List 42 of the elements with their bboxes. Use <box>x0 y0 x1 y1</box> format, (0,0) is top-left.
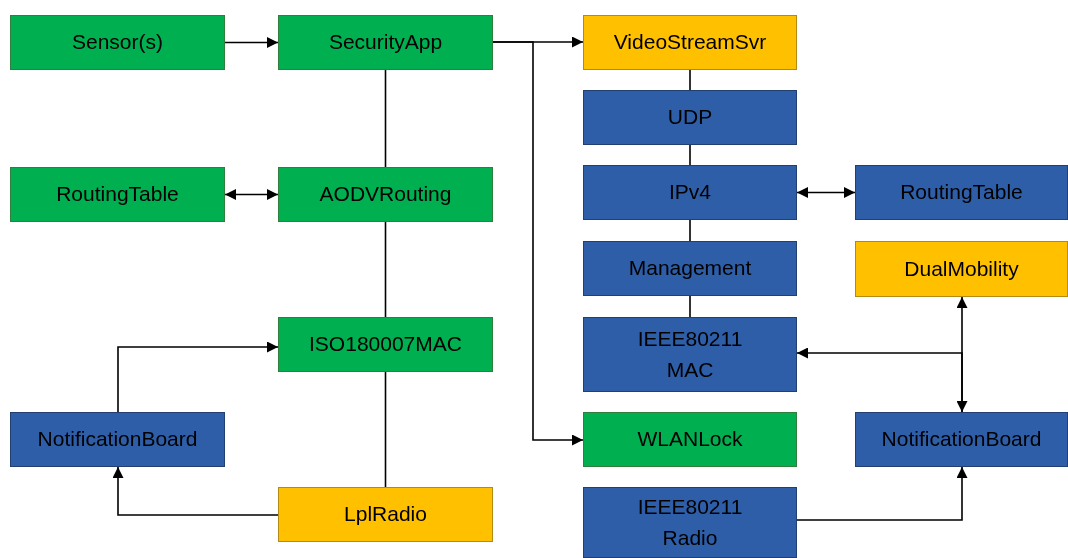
box-label: IEEE80211 MAC <box>636 326 744 383</box>
box-label: UDP <box>667 104 713 131</box>
arrow <box>112 466 279 516</box>
box-label: IPv4 <box>669 179 711 206</box>
process-box <box>855 165 1068 220</box>
process-box <box>278 167 493 222</box>
box-label: NotificationBoard <box>881 426 1042 453</box>
process-box <box>583 487 797 558</box>
process-box <box>583 317 797 392</box>
box-label: IEEE80211 Radio <box>636 494 744 551</box>
process-box <box>278 487 493 542</box>
box-label: AODVRouting <box>319 181 452 208</box>
box-label: LplRadio <box>344 501 427 528</box>
process-box <box>10 15 225 70</box>
process-box <box>583 165 797 220</box>
process-box <box>855 412 1068 467</box>
arrow <box>224 189 279 200</box>
arrow <box>492 41 584 446</box>
box-label: RoutingTable <box>900 179 1023 206</box>
arrow <box>796 347 963 413</box>
process-box <box>10 412 225 467</box>
process-box <box>278 317 493 372</box>
box-label: VideoStreamSvr <box>613 29 767 56</box>
box-label: DualMobility <box>904 255 1019 282</box>
box-label: Management <box>628 255 752 282</box>
box-label: Sensor(s) <box>72 29 163 56</box>
process-box <box>583 90 797 145</box>
process-box <box>278 15 493 70</box>
box-label: ISO180007MAC <box>309 331 462 358</box>
arrow <box>224 37 279 48</box>
arrow <box>117 341 279 413</box>
box-label: WLANLock <box>637 426 743 453</box>
arrow <box>796 187 856 198</box>
process-box <box>583 412 797 467</box>
arrow <box>796 466 968 521</box>
box-label: RoutingTable <box>56 181 179 208</box>
process-box <box>583 241 797 296</box>
box-label: SecurityApp <box>328 29 443 56</box>
process-box <box>583 15 797 70</box>
process-box <box>10 167 225 222</box>
box-label: NotificationBoard <box>37 426 198 453</box>
process-box <box>855 241 1068 297</box>
